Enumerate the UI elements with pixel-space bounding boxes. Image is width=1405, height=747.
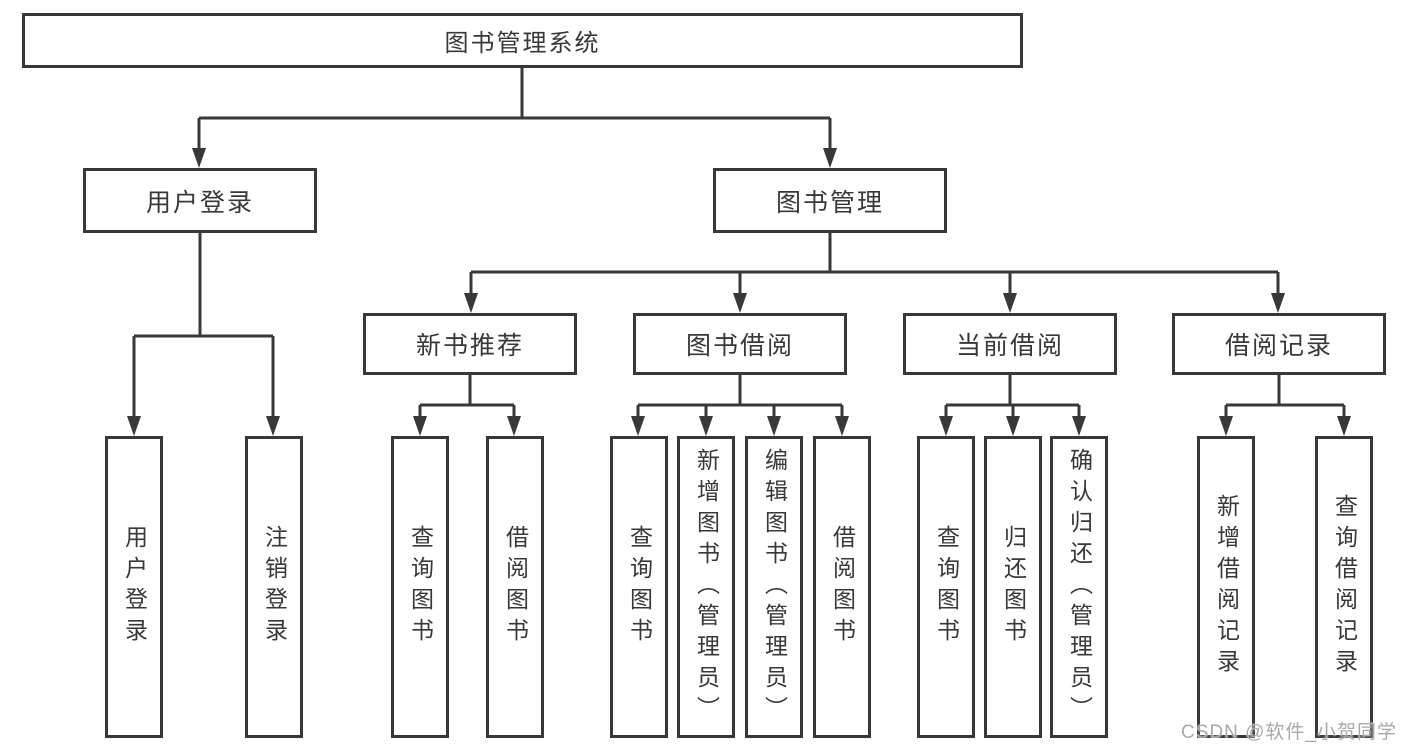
node-new-book-recommend-label: 新书推荐 xyxy=(415,332,524,360)
node-user-login: 用户登录 xyxy=(83,168,317,233)
leaf-add-books-admin-label: 新增图书（管理员） xyxy=(693,447,720,727)
leaf-return-books-label: 归还图书 xyxy=(1000,525,1027,649)
node-borrowing-records: 借阅记录 xyxy=(1172,313,1386,375)
node-book-borrowing-label: 图书借阅 xyxy=(685,332,794,360)
leaf-query-borrow-record-label: 查询借阅记录 xyxy=(1331,494,1358,680)
leaf-current-query-books: 查询图书 xyxy=(917,436,975,738)
leaf-recommend-query-books-label: 查询图书 xyxy=(407,525,434,649)
node-new-book-recommend: 新书推荐 xyxy=(363,313,577,375)
leaf-borrowing-borrow-books: 借阅图书 xyxy=(813,436,871,738)
node-book-management: 图书管理 xyxy=(713,168,947,233)
node-library-system: 图书管理系统 xyxy=(22,13,1023,68)
node-user-login-label: 用户登录 xyxy=(145,188,254,217)
node-current-borrowing-label: 当前借阅 xyxy=(955,332,1064,360)
node-book-borrowing: 图书借阅 xyxy=(633,313,847,375)
leaf-logout: 注销登录 xyxy=(245,436,303,738)
leaf-current-query-books-label: 查询图书 xyxy=(933,525,960,649)
leaf-query-borrow-record: 查询借阅记录 xyxy=(1315,436,1373,738)
leaf-add-books-admin: 新增图书（管理员） xyxy=(677,436,735,738)
leaf-confirm-return-admin-label: 确认归还（管理员） xyxy=(1066,447,1093,727)
leaf-add-borrow-record-label: 新增借阅记录 xyxy=(1213,494,1240,680)
leaf-user-login: 用户登录 xyxy=(105,436,163,738)
connector-stems xyxy=(132,68,1346,418)
leaf-recommend-borrow-books: 借阅图书 xyxy=(486,436,544,738)
leaf-borrowing-query-books: 查询图书 xyxy=(610,436,668,738)
leaf-add-borrow-record: 新增借阅记录 xyxy=(1197,436,1255,738)
node-current-borrowing: 当前借阅 xyxy=(903,313,1117,375)
csdn-watermark: CSDN @软件_小贺同学 xyxy=(1181,722,1397,743)
leaf-edit-books-admin: 编辑图书（管理员） xyxy=(745,436,803,738)
leaf-logout-label: 注销登录 xyxy=(261,525,288,649)
node-book-management-label: 图书管理 xyxy=(775,188,884,217)
node-borrowing-records-label: 借阅记录 xyxy=(1224,332,1333,360)
leaf-recommend-query-books: 查询图书 xyxy=(391,436,449,738)
leaf-user-login-label: 用户登录 xyxy=(121,525,148,649)
leaf-borrowing-borrow-books-label: 借阅图书 xyxy=(829,525,856,649)
leaf-confirm-return-admin: 确认归还（管理员） xyxy=(1050,436,1108,738)
leaf-return-books: 归还图书 xyxy=(984,436,1042,738)
leaf-borrowing-query-books-label: 查询图书 xyxy=(626,525,653,649)
leaf-recommend-borrow-books-label: 借阅图书 xyxy=(502,525,529,649)
leaf-edit-books-admin-label: 编辑图书（管理员） xyxy=(761,447,788,727)
node-library-system-label: 图书管理系统 xyxy=(444,30,601,57)
